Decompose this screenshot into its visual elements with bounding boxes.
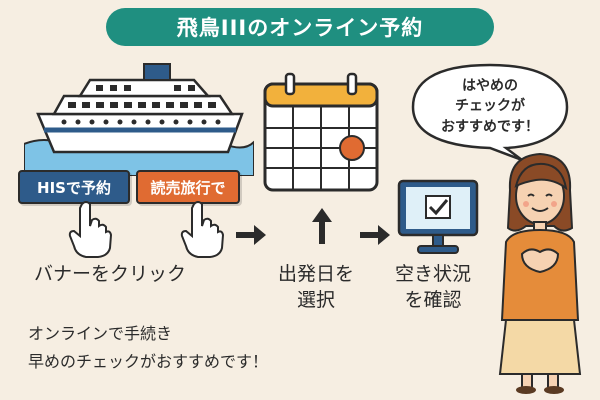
speech-bubble-text: はやめの チェックが おすすめです！ [414,76,566,137]
his-booking-button[interactable]: HISで予約 [18,170,130,204]
speech-bubble-line2: チェックが [455,98,525,115]
pointing-hand-icon [68,201,112,258]
arrow-right-icon [236,225,266,245]
step-check-availability-line1: 空き状況 [394,263,471,285]
speech-bubble [411,63,569,162]
calendar-icon [263,72,379,192]
speech-bubble-line1: はやめの [462,78,518,94]
step-check-availability-line2: を確認 [404,288,462,311]
step-check-availability-label: 空き状況 を確認 [388,262,478,313]
step-select-date-label: 出発日を 選択 [276,262,356,313]
cruise-ship-icon [24,63,254,176]
bottom-note: オンラインで手続き 早めのチェックがおすすめです！ [28,320,268,376]
arrow-up-icon [312,208,332,244]
woman-illustration [498,152,582,394]
arrow-right-icon [360,225,390,245]
step-select-date-line1: 出発日を [277,263,354,285]
speech-bubble-line3: おすすめです！ [441,118,539,135]
step-select-date-line2: 選択 [296,288,335,311]
yomiuri-booking-button[interactable]: 読売旅行で [136,170,240,204]
bottom-note-line2: 早めのチェックがおすすめです！ [28,352,269,371]
bottom-note-line1: オンラインで手続き [28,324,173,343]
step-click-banner-label: バナーをクリック [34,263,187,285]
monitor-check-icon [397,179,479,254]
pointing-hand-icon [180,201,224,258]
page-title: 飛鳥IIIのオンライン予約 [106,8,494,46]
